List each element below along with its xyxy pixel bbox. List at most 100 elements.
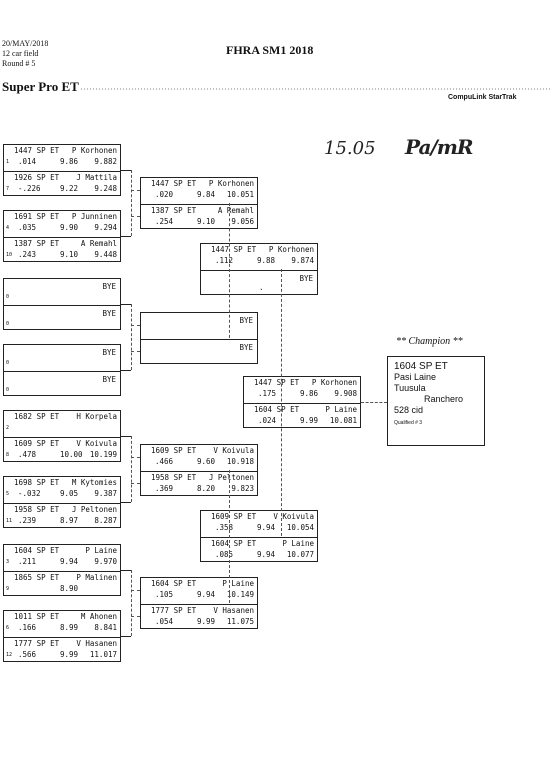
elapsed-time: 9.94 bbox=[257, 523, 276, 532]
speed: 10.149 bbox=[226, 590, 254, 599]
reaction-time: .369 bbox=[155, 484, 174, 493]
elapsed-time: 10.00 bbox=[60, 450, 83, 459]
speed: 11.017 bbox=[89, 650, 117, 659]
speed: 9.823 bbox=[231, 484, 254, 493]
seed-number: 4 bbox=[6, 225, 10, 231]
driver-name: V Hasanen bbox=[213, 606, 254, 615]
speed: 10.081 bbox=[329, 416, 357, 425]
elapsed-time: 9.60 bbox=[197, 457, 216, 466]
reaction-time: .243 bbox=[18, 250, 37, 259]
timing-system: CompuLink StarTrak bbox=[448, 94, 517, 101]
dial-in: 1609 SP ET bbox=[151, 446, 197, 455]
dial-in: 1777 SP ET bbox=[151, 606, 197, 615]
reaction-time: -.226 bbox=[18, 184, 41, 193]
elapsed-time: 9.10 bbox=[197, 217, 216, 226]
dial-in: 1604 SP ET bbox=[254, 405, 300, 414]
bracket-connector bbox=[121, 236, 131, 237]
dial-in: 1447 SP ET bbox=[14, 146, 60, 155]
seed-number: 10 bbox=[6, 252, 13, 258]
bracket-connector bbox=[130, 190, 140, 192]
dial-in: 1777 SP ET bbox=[14, 639, 60, 648]
driver-name: P Laine bbox=[85, 546, 117, 555]
elapsed-time: 9.94 bbox=[60, 557, 79, 566]
reaction-time: -.032 bbox=[18, 489, 41, 498]
lane-top: BYE bbox=[141, 313, 257, 339]
seed-number: 6 bbox=[6, 625, 10, 631]
seed-number: 0 bbox=[6, 321, 10, 327]
reaction-time: .358 bbox=[215, 523, 234, 532]
champion-city: Tuusula bbox=[394, 383, 426, 393]
bye-label: BYE bbox=[102, 282, 116, 291]
handwritten-time: 15.05 bbox=[324, 138, 376, 159]
speed: 9.874 bbox=[291, 256, 314, 265]
bracket-connector bbox=[121, 370, 131, 371]
dial-in: 1447 SP ET bbox=[211, 245, 257, 254]
driver-name: A Remahl bbox=[80, 239, 117, 248]
bye-label: BYE bbox=[239, 316, 253, 325]
speed: 9.056 bbox=[231, 217, 254, 226]
dial-in: 1604 SP ET bbox=[211, 539, 257, 548]
dial-in: 1604 SP ET bbox=[14, 546, 60, 555]
elapsed-time: 9.99 bbox=[300, 416, 319, 425]
dial-in: 1447 SP ET bbox=[151, 179, 197, 188]
bracket-connector bbox=[130, 483, 140, 485]
seed-number: 12 bbox=[6, 652, 13, 658]
reaction-time: .478 bbox=[18, 450, 37, 459]
elapsed-time: 9.94 bbox=[257, 550, 276, 559]
bracket-connector bbox=[121, 170, 131, 171]
field-size: 12 car field bbox=[2, 49, 39, 58]
dial-in: 1609 SP ET bbox=[14, 439, 60, 448]
elapsed-time: 8.99 bbox=[60, 623, 79, 632]
speed: 10.077 bbox=[286, 550, 314, 559]
driver-name: V Koivula bbox=[273, 512, 314, 521]
speed: 10.199 bbox=[89, 450, 117, 459]
champion-qualified: Qualified # 3 bbox=[394, 420, 423, 426]
dial-in: 1609 SP ET bbox=[211, 512, 257, 521]
speed: 9.248 bbox=[94, 184, 117, 193]
handwritten-signature: Pa/mR bbox=[405, 135, 474, 159]
dial-in: 1447 SP ET bbox=[254, 378, 300, 387]
dial-in: 1698 SP ET bbox=[14, 478, 60, 487]
dial-in: 1926 SP ET bbox=[14, 173, 60, 182]
bracket-connector bbox=[130, 616, 140, 618]
reaction-time: .014 bbox=[18, 157, 37, 166]
driver-name: V Koivula bbox=[213, 446, 254, 455]
slot-mark: . bbox=[259, 283, 264, 292]
bye-label: BYE bbox=[102, 375, 116, 384]
event-title: FHRA SM1 2018 bbox=[226, 43, 314, 57]
driver-name: V Koivula bbox=[76, 439, 117, 448]
seed-number: 3 bbox=[6, 559, 10, 565]
reaction-time: .112 bbox=[215, 256, 234, 265]
race-date: 20/MAY/2018 bbox=[2, 39, 49, 48]
elapsed-time: 9.22 bbox=[60, 184, 79, 193]
champion-car: Ranchero bbox=[424, 394, 464, 404]
bracket-connector bbox=[130, 351, 140, 353]
speed: 9.882 bbox=[94, 157, 117, 166]
driver-name: P Laine bbox=[282, 539, 314, 548]
elapsed-time: 9.99 bbox=[197, 617, 216, 626]
reaction-time: .175 bbox=[258, 389, 277, 398]
driver-name: A Remahl bbox=[217, 206, 254, 215]
bracket-connector bbox=[130, 457, 140, 459]
seed-number: 7 bbox=[6, 186, 10, 192]
